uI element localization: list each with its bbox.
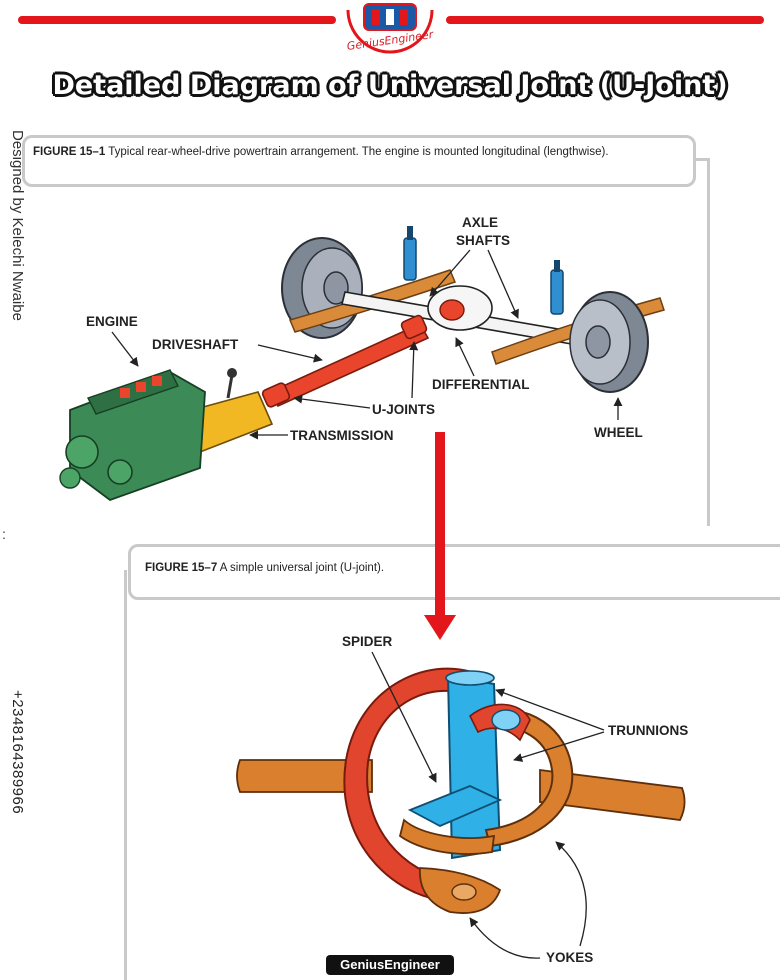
figure2-labels: SPIDER TRUNNIONS YOKES <box>342 634 688 965</box>
label-differential: DIFFERENTIAL <box>432 377 530 392</box>
label-driveshaft: DRIVESHAFT <box>152 337 239 352</box>
figure1-caption-box: FIGURE 15–1 Typical rear-wheel-drive pow… <box>22 135 696 187</box>
connector-arrow <box>424 432 456 640</box>
label-engine: ENGINE <box>86 314 138 329</box>
u-joint-front <box>261 382 291 408</box>
figure1-caption: FIGURE 15–1 Typical rear-wheel-drive pow… <box>33 145 673 159</box>
top-red-bar-left <box>18 16 336 24</box>
top-red-bar-right <box>446 16 764 24</box>
figure2-caption-text: A simple universal joint (U-joint). <box>217 562 385 574</box>
figure1-caption-text: Typical rear-wheel-drive powertrain arra… <box>105 146 609 158</box>
footer-brand-tag: GeniusEngineer <box>326 955 454 975</box>
label-wheel: WHEEL <box>594 425 643 440</box>
figure1-labels: AXLE SHAFTS ENGINE DRIVESHAFT DIFFERENTI… <box>86 215 643 443</box>
u-joint-rear <box>400 314 428 340</box>
figure1-caption-label: FIGURE 15–1 <box>33 146 106 158</box>
figure2-caption-box: FIGURE 15–7 A simple universal joint (U-… <box>128 544 780 600</box>
yoke-inner <box>398 703 574 855</box>
driveshaft <box>268 322 430 408</box>
label-transmission: TRANSMISSION <box>290 428 394 443</box>
label-yokes: YOKES <box>546 950 593 965</box>
label-u-joints: U-JOINTS <box>372 402 435 417</box>
shock-absorber-left <box>403 226 417 281</box>
label-trunnions: TRUNNIONS <box>608 723 688 738</box>
u-joint-illustration <box>236 667 686 914</box>
figure1-frame-right <box>690 158 710 161</box>
figure2-frame-left-edge <box>124 570 127 980</box>
label-spider: SPIDER <box>342 634 393 649</box>
shock-absorber-right <box>550 260 564 315</box>
genius-engineer-logo <box>346 3 434 54</box>
figure1-frame-right-edge <box>707 158 710 526</box>
label-shafts: SHAFTS <box>456 233 510 248</box>
yoke-outer <box>343 667 502 914</box>
shaft-right <box>539 768 686 821</box>
differential <box>427 285 493 331</box>
engine <box>59 369 206 502</box>
page-title: Detailed Diagram of Universal Joint (U-J… <box>52 70 728 101</box>
rear-wheel-right <box>569 291 649 393</box>
credit-separator: : <box>2 526 6 542</box>
powertrain-illustration <box>59 226 665 502</box>
figure2-caption-label: FIGURE 15–7 <box>145 562 218 574</box>
figure2-caption: FIGURE 15–7 A simple universal joint (U-… <box>145 561 765 575</box>
label-axle: AXLE <box>462 215 498 230</box>
